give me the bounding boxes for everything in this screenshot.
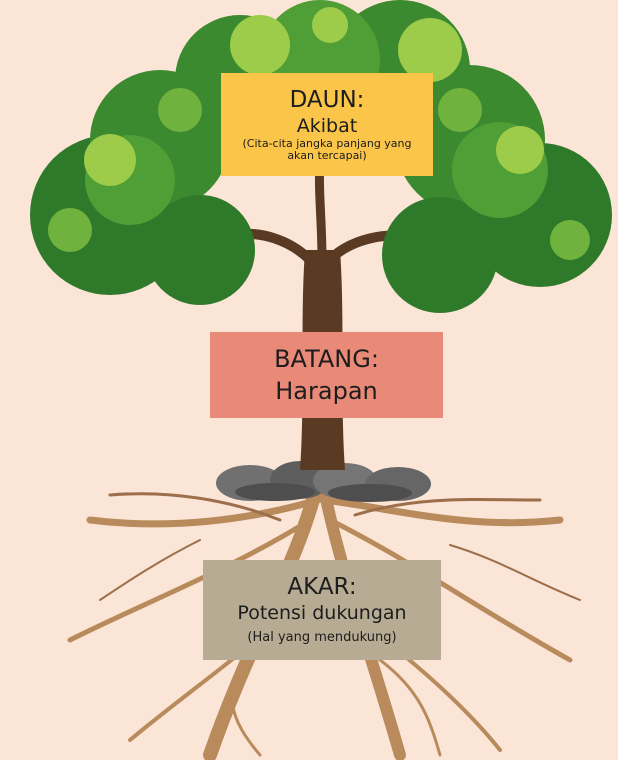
trunk-heading: BATANG: — [274, 343, 379, 375]
leaves-label-box: DAUN: Akibat (Cita-cita jangka panjang y… — [221, 73, 433, 176]
trunk-term: Harapan — [275, 375, 377, 407]
roots-heading: AKAR: — [287, 574, 356, 601]
roots-term: Potensi dukungan — [237, 601, 406, 625]
leaves-term: Akibat — [297, 114, 357, 138]
trunk-label-box: BATANG: Harapan — [210, 332, 443, 418]
roots-note: (Hal yang mendukung) — [247, 629, 396, 647]
roots-label-box: AKAR: Potensi dukungan (Hal yang menduku… — [203, 560, 441, 660]
leaves-heading: DAUN: — [290, 87, 365, 114]
leaves-note: (Cita-cita jangka panjang yang akan terc… — [221, 138, 433, 162]
